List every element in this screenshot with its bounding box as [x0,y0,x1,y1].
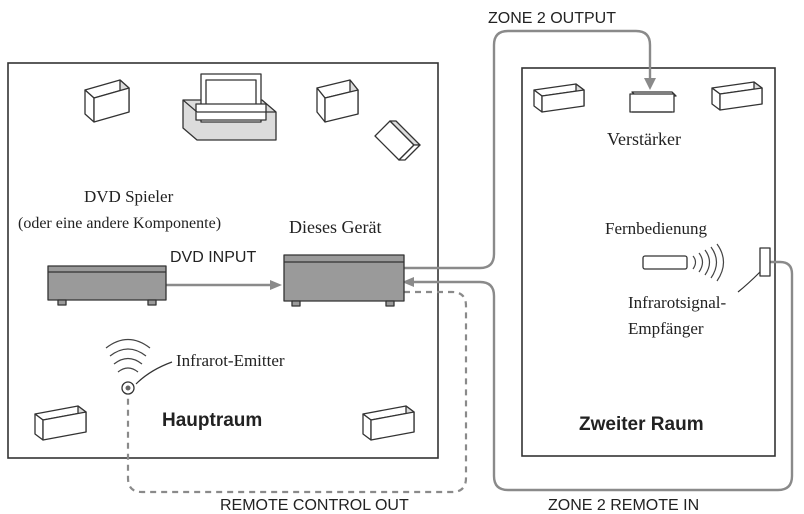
infrared-receiver [759,247,771,277]
zone2-remote-in-cable [412,260,794,492]
second-room-title: Zweiter Raum [579,414,704,435]
this-unit-label: Dieses Gerät [289,217,381,237]
infrared-emitter-pointer [135,361,173,385]
second-room-right-speaker [711,81,763,111]
main-room-title: Hauptraum [162,410,262,431]
amplifier [629,91,677,113]
infrared-receiver-sublabel: Empfänger [628,319,704,338]
main-room-outline [7,62,439,459]
dvd-player-sublabel: (oder eine andere Komponente) [18,215,221,232]
infrared-receiver-pointer [737,271,761,293]
front-right-speaker [316,79,359,123]
this-unit [283,254,405,307]
zone2-remote-in-arrowhead [402,277,414,287]
zone2-remote-in-label: ZONE 2 REMOTE IN [548,497,699,514]
television [182,73,277,141]
remote-control-out-cable [126,290,468,494]
front-left-speaker [84,79,130,123]
dvd-input-label: DVD INPUT [170,249,256,266]
remote-control-out-label: REMOTE CONTROL OUT [220,497,409,514]
zone2-output-label: ZONE 2 OUTPUT [488,10,616,27]
dvd-player [47,265,167,306]
remote-control-label: Fernbedienung [605,219,707,238]
second-room-left-speaker [533,83,585,113]
zone2-output-arrowhead [644,78,656,90]
zone2-output-cable [404,29,652,270]
infrared-emitter-label: Infrarot-Emitter [176,351,285,370]
amplifier-label: Verstärker [607,129,681,149]
dvd-input-arrowhead [270,280,282,290]
side-speaker [374,120,421,161]
rear-right-speaker [362,405,415,441]
infrared-receiver-label: Infrarotsignal- [628,293,727,312]
dvd-player-label: DVD Spieler [84,187,174,206]
rear-left-speaker [34,405,87,441]
remote-control [642,243,725,282]
infrared-emitter [105,338,151,395]
